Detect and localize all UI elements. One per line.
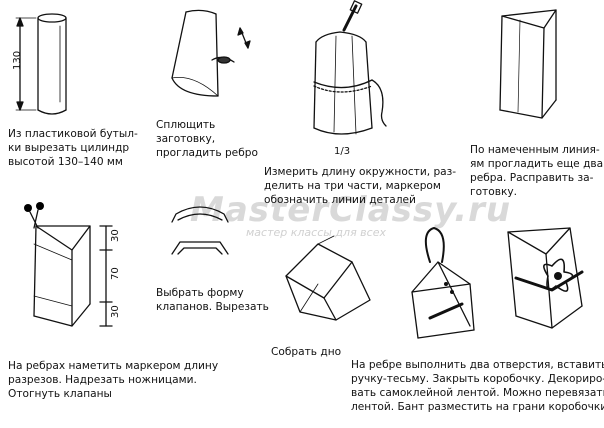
figure-decorated-box [507, 227, 584, 329]
step-6-caption: Выбрать форму клапанов. Вырезать [156, 287, 269, 313]
step-5-caption: На ребрах наметить маркером длину разрез… [8, 360, 219, 400]
step-4-caption: По намеченным линия- ям прогладить еще д… [470, 144, 604, 198]
figure-bottom [285, 235, 371, 321]
figure-flatten [171, 9, 251, 97]
step-8-caption: На ребре выполнить два отверстия, встави… [351, 359, 604, 413]
figure-box-handle [411, 227, 475, 339]
watermark-tagline: мастер классы для всех [246, 226, 386, 239]
figure-cylinder: 130 [12, 13, 67, 115]
figure-measure: 1/3 [313, 0, 387, 157]
dim-third-mark: 1/3 [334, 146, 350, 157]
figure-flaps [171, 206, 229, 255]
step-3-caption: Измерить длину окружности, раз- делить н… [264, 166, 457, 206]
figure-prism [499, 9, 557, 119]
step-1-caption: Из пластиковой бутыл- ки вырезать цилинд… [8, 128, 138, 168]
figure-cuts: 30 70 30 [24, 202, 121, 327]
dim-bottom-cut: 30 [110, 305, 121, 318]
dim-middle: 70 [110, 267, 121, 280]
step-2-caption: Сплющить заготовку, прогладить ребро [156, 119, 258, 159]
dim-cylinder-height: 130 [12, 51, 23, 70]
dim-top-cut: 30 [110, 229, 121, 242]
step-7-caption: Собрать дно [271, 346, 342, 358]
